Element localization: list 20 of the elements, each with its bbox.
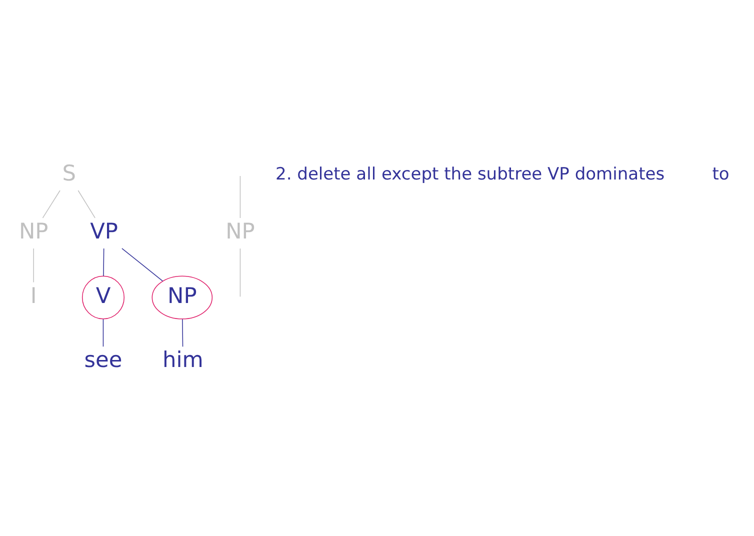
connector xyxy=(122,248,164,281)
node-text: him xyxy=(162,348,204,373)
node-ellipse: NP xyxy=(152,275,213,319)
node-text: NP xyxy=(18,219,48,244)
connector xyxy=(182,318,184,346)
connector xyxy=(240,248,241,297)
node-text: VP xyxy=(90,219,118,244)
connector xyxy=(102,318,104,346)
connector xyxy=(78,190,96,218)
node-text: I xyxy=(30,283,37,308)
connector xyxy=(33,248,34,282)
connector xyxy=(42,190,60,218)
node-circle: V xyxy=(82,275,125,319)
connector xyxy=(103,248,104,276)
label: 2. delete all except the subtree VP dominates xyxy=(276,164,665,184)
label: to xyxy=(712,164,730,184)
node-text: see xyxy=(84,348,122,373)
node-text: NP xyxy=(226,219,255,244)
connector xyxy=(240,175,241,218)
node-text: S xyxy=(62,161,76,186)
